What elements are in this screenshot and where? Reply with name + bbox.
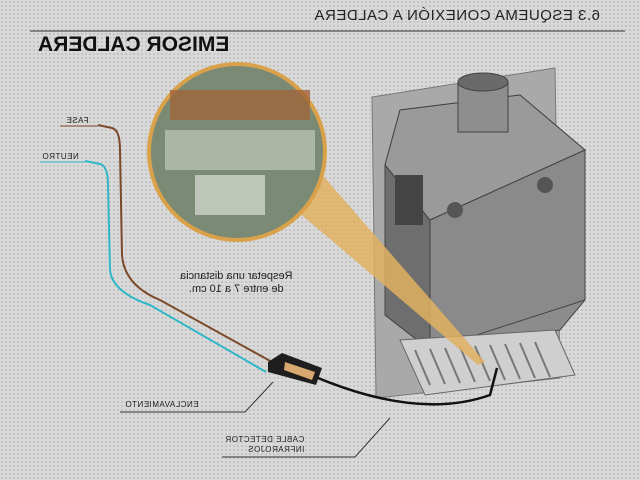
neutral-label: NEUTRO	[42, 152, 79, 161]
burner-grille	[399, 329, 576, 396]
neutral-wire	[84, 160, 267, 373]
boiler-knob	[537, 177, 553, 193]
distance-note: Respetar una distancia de entre 7 a 10 c…	[180, 270, 293, 296]
cable-leader	[222, 417, 391, 458]
page-title: EMISOR CALDERA	[38, 33, 230, 56]
magnifier-beam	[290, 170, 485, 365]
cable-label: CABLE DETECTOR INFRAROJOS	[225, 435, 304, 455]
interlock-label: ENCLAVAMIENTO	[125, 400, 199, 409]
detector-cable	[317, 367, 499, 406]
cable-label-line-2: INFRAROJOS	[247, 445, 305, 454]
cable-label-line-1: CABLE DETECTOR	[225, 435, 305, 444]
distance-note-line-1: Respetar una distancia	[180, 270, 293, 282]
distance-note-line-2: de entre 7 a 10 cm.	[188, 283, 284, 295]
boiler-opening	[395, 175, 423, 225]
section-heading: 6.3 ESQUEMA CONEXIÓN A CALDERA	[314, 7, 600, 24]
interlock-leader	[120, 381, 274, 413]
phase-wire	[97, 124, 273, 363]
boiler-knob	[447, 202, 463, 218]
phase-label: FASE	[66, 116, 89, 125]
